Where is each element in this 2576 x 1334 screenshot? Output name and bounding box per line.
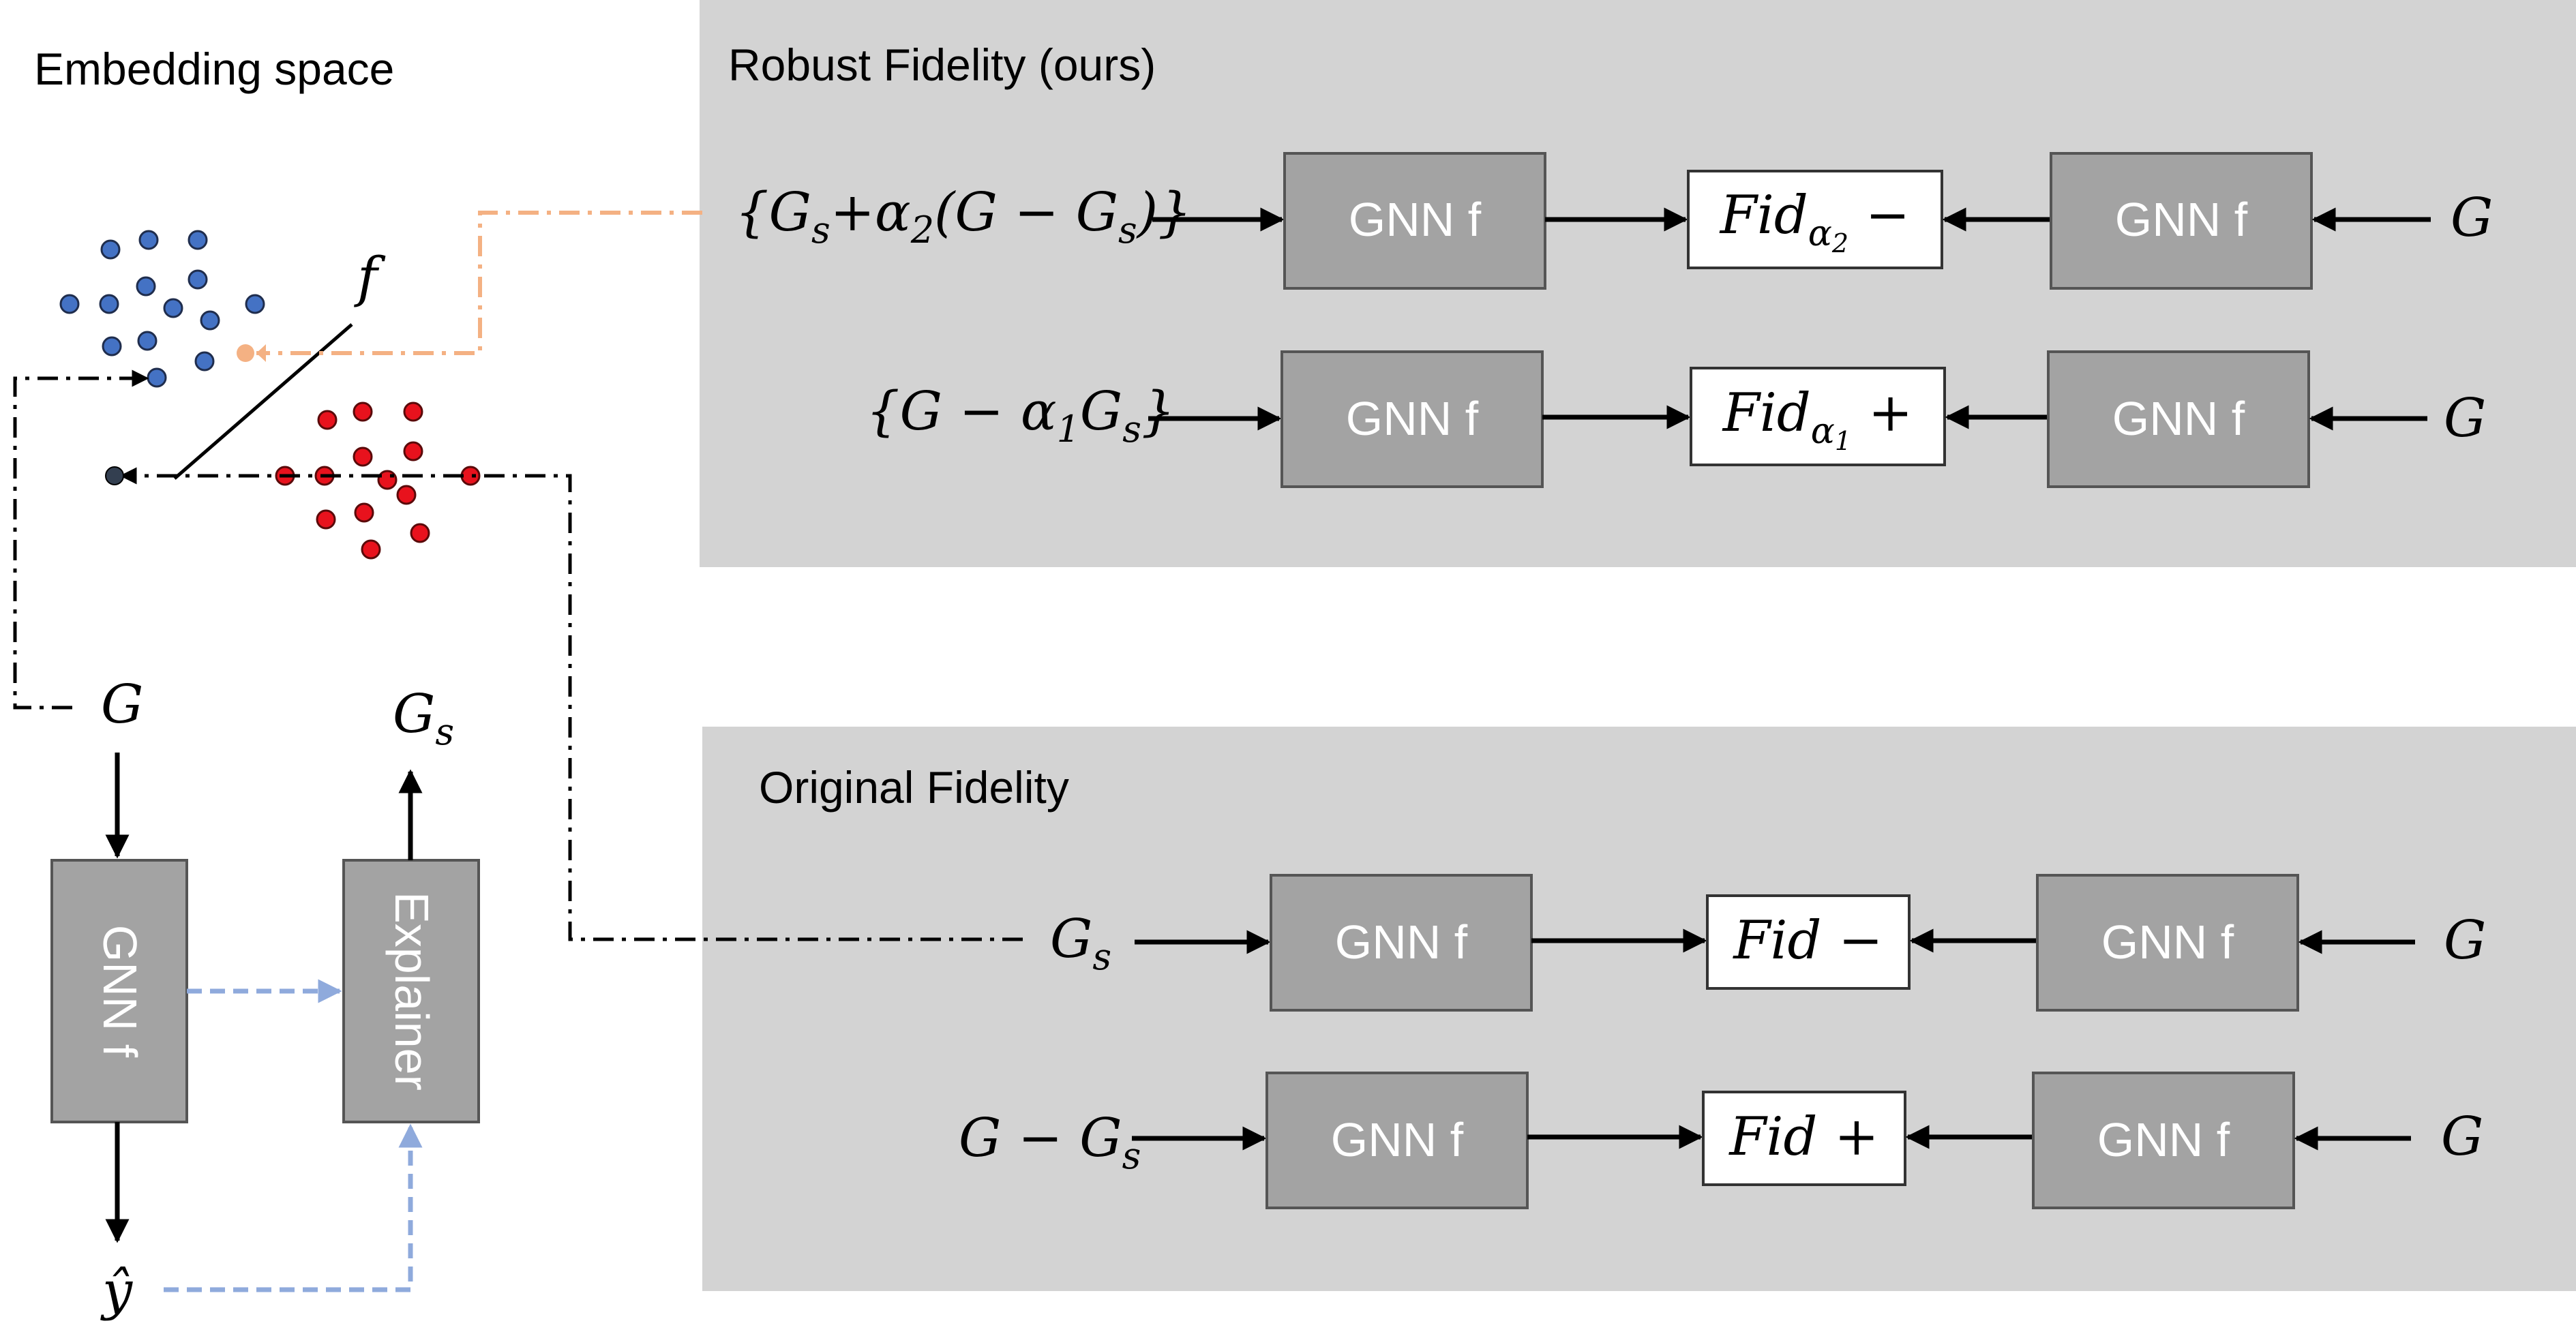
red-dot xyxy=(410,523,430,543)
fid-box-robust2 xyxy=(1690,367,1946,466)
blue-dot xyxy=(188,230,208,250)
fid-box-orig2 xyxy=(1702,1091,1906,1186)
fid-label-orig1: Fid − xyxy=(1732,910,1883,971)
decision-boundary-line xyxy=(173,323,353,480)
red-dot xyxy=(377,470,398,490)
gnn-box-orig2-left xyxy=(1265,1072,1529,1209)
fid-box-orig1 xyxy=(1706,894,1911,990)
red-dot xyxy=(353,401,373,422)
original-row1-g: G xyxy=(2444,910,2486,971)
gs-projection-point xyxy=(105,466,124,485)
gnn-box-robust1-left xyxy=(1283,152,1546,290)
robust-row2-g: G xyxy=(2444,388,2486,449)
blue-dot-cluster xyxy=(59,230,265,388)
gnn-box-robust2-right xyxy=(2047,350,2310,488)
blue-dot xyxy=(245,294,265,314)
gnn-box-orig1-right xyxy=(2036,874,2299,1012)
gs-to-embedding-connector xyxy=(119,467,1023,941)
red-dot xyxy=(396,485,417,505)
gnn-label-robust1-left: GNN f xyxy=(1349,193,1482,246)
blue-dot xyxy=(138,230,159,250)
orange-connector-arrowhead xyxy=(256,344,266,362)
blue-dot xyxy=(99,294,119,314)
robust-row1-g: G xyxy=(2451,187,2493,249)
red-dot xyxy=(403,401,423,422)
gnn-label-robust2-left: GNN f xyxy=(1346,392,1479,445)
gnn-label-robust1-right: GNN f xyxy=(2115,193,2248,246)
red-dot-cluster xyxy=(275,401,481,560)
blue-dot xyxy=(102,336,122,357)
blue-dot xyxy=(59,294,80,314)
gnn-box-orig1-left xyxy=(1270,874,1533,1012)
gnn-label-orig2-left: GNN f xyxy=(1331,1113,1464,1166)
gnn-box-orig2-right xyxy=(2032,1072,2295,1209)
blue-dot xyxy=(163,298,183,318)
decision-boundary-label: f xyxy=(354,245,386,309)
fid-label-robust1: Fidα2 − xyxy=(1719,185,1910,258)
red-dot xyxy=(354,502,374,523)
g-to-embedding-connector xyxy=(13,369,149,710)
pipeline-g-label: G xyxy=(101,674,143,736)
red-dot xyxy=(460,466,481,486)
pipeline-yhat-label: ŷ xyxy=(100,1260,133,1322)
blue-dot xyxy=(188,269,208,290)
blue-dot xyxy=(147,367,167,388)
original-row2-g: G xyxy=(2441,1106,2483,1168)
gnn-label-robust2-right: GNN f xyxy=(2112,392,2245,445)
fid-label-robust2: Fidα1 + xyxy=(1722,382,1913,456)
blue-dot xyxy=(137,331,158,351)
original-row1-input: Gs xyxy=(1050,909,1111,978)
gnn-vertical-box xyxy=(50,859,188,1123)
gnn-box-robust2-left xyxy=(1280,350,1544,488)
red-dot xyxy=(361,539,381,560)
blue-dot xyxy=(200,310,220,331)
robust-row1-input: {Gs+α2(G − Gs)} xyxy=(735,182,1192,252)
gnn-label-orig1-left: GNN f xyxy=(1335,915,1468,969)
gnn-vertical-label: GNN f xyxy=(93,925,147,1058)
gnn-label-orig2-right: GNN f xyxy=(2097,1113,2230,1166)
pipeline-gs-label: Gs xyxy=(393,684,454,753)
explainer-label: Explainer xyxy=(385,892,438,1091)
original-row2-input: G − Gs xyxy=(959,1108,1141,1177)
gnn-label-orig1-right: GNN f xyxy=(2101,915,2234,969)
fid-label-orig2: Fid + xyxy=(1728,1106,1878,1168)
red-dot xyxy=(316,509,336,530)
original-fidelity-title: Original Fidelity xyxy=(759,762,1069,813)
blue-dot xyxy=(136,276,156,297)
robust-fidelity-title: Robust Fidelity (ours) xyxy=(728,40,1156,90)
orange-projection-point xyxy=(237,344,254,362)
red-dot xyxy=(403,441,423,461)
blue-dot xyxy=(100,239,121,260)
red-dot xyxy=(317,410,338,430)
blue-arrow-yhat-to-explainer xyxy=(164,1123,423,1292)
blue-dot xyxy=(194,351,215,372)
fid-box-robust1 xyxy=(1687,170,1943,269)
embedding-space-title: Embedding space xyxy=(34,44,394,94)
red-dot xyxy=(353,446,373,467)
orange-connector xyxy=(256,211,702,355)
gnn-box-robust1-right xyxy=(2050,152,2313,290)
robust-row2-input: {G − α1Gs} xyxy=(866,381,1175,451)
